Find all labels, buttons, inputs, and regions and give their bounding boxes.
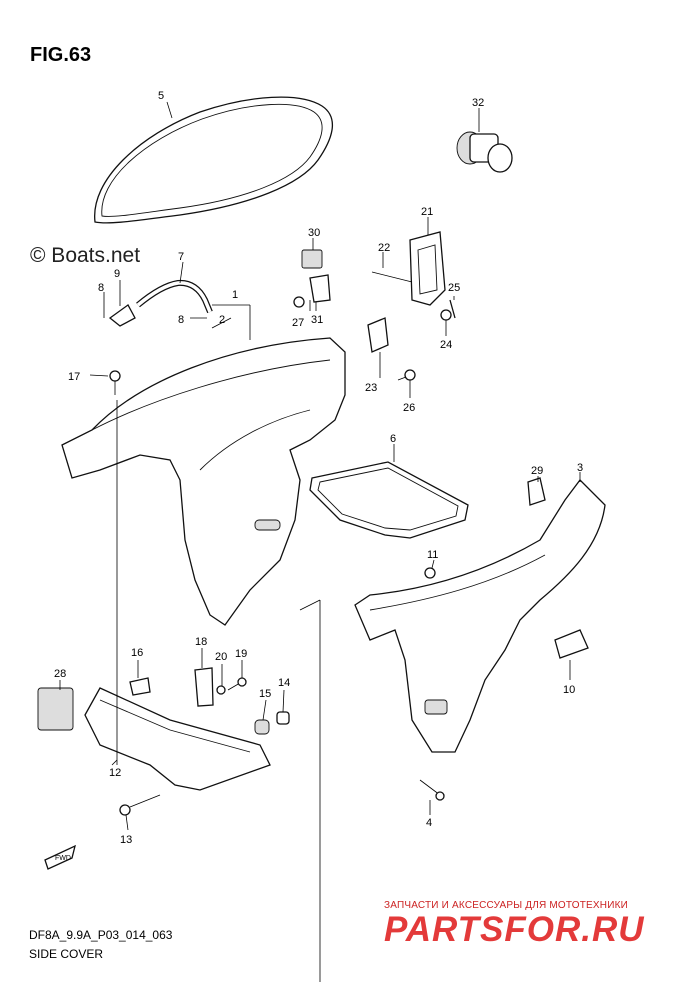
bracket-part-18[interactable]: [194, 667, 214, 707]
label-part-5: 5: [158, 90, 164, 102]
label-part-18: 18: [195, 636, 207, 648]
label-part-14: 14: [278, 677, 290, 689]
fwd-label: FWD: [55, 855, 71, 862]
label-part-11: 11: [427, 549, 438, 561]
label-part-19: 19: [235, 648, 247, 660]
label-part-30: 30: [308, 227, 320, 239]
grommet-part-32[interactable]: [456, 131, 513, 173]
label-part-22: 22: [378, 242, 390, 254]
washer-part-24[interactable]: [440, 309, 452, 321]
label-part-2: 2: [219, 314, 225, 326]
upper-side-cover-part-1[interactable]: [61, 337, 346, 626]
label-part-21: 21: [421, 206, 433, 218]
label-part-12: 12: [109, 767, 121, 779]
cushion-part-15[interactable]: [254, 719, 270, 735]
bracket-part-31[interactable]: [309, 274, 331, 303]
cushion-part-30[interactable]: [301, 249, 323, 269]
hose-part-7[interactable]: [136, 279, 213, 314]
label-part-7: 7: [178, 251, 184, 263]
clip-part-25[interactable]: [449, 299, 456, 319]
collar-part-14[interactable]: [276, 711, 290, 725]
gasket-part-6[interactable]: [309, 461, 469, 539]
label-part-9: 9: [114, 268, 120, 280]
nut-part-27[interactable]: [293, 296, 305, 308]
bolt-part-13[interactable]: [119, 794, 161, 816]
label-part-23: 23: [365, 382, 377, 394]
leader-lines: [59, 101, 581, 982]
label-part-32: 32: [472, 97, 484, 109]
bolt-part-26[interactable]: [397, 369, 416, 381]
bolt-part-19[interactable]: [227, 677, 247, 691]
label-part-24: 24: [440, 339, 452, 351]
label-part-4: 4: [426, 817, 432, 829]
grommet-part-10[interactable]: [554, 629, 589, 659]
forward-direction-arrow: FWD: [44, 844, 76, 870]
label-part-10: 10: [563, 684, 575, 696]
figure-title: FIG.63: [30, 44, 92, 66]
label-part-8-lower: 8: [178, 314, 184, 326]
label-part-20: 20: [215, 651, 227, 663]
drawing-code: DF8A_9.9A_P03_014_063: [29, 928, 173, 942]
label-part-3: 3: [577, 462, 583, 474]
copyright-notice: © Boats.net: [30, 244, 141, 267]
screw-part-11[interactable]: [424, 567, 436, 579]
label-part-31: 31: [311, 314, 323, 326]
label-part-26: 26: [403, 402, 415, 414]
latch-lever-part-21[interactable]: [409, 231, 446, 306]
plate-part-16[interactable]: [129, 677, 151, 696]
pin-part-22[interactable]: [371, 271, 413, 283]
bolt-part-4[interactable]: [419, 779, 445, 801]
label-part-29: 29: [531, 465, 543, 477]
lower-bracket-part-12[interactable]: [84, 687, 271, 791]
cushion-part-28[interactable]: [37, 687, 74, 731]
label-part-27: 27: [292, 317, 304, 329]
washer-part-20[interactable]: [216, 685, 226, 695]
watermark-caption: ЗАПЧАСТИ И АКСЕССУАРЫ ДЛЯ МОТОТЕХНИКИ: [384, 900, 629, 911]
label-part-16: 16: [131, 647, 143, 659]
label-part-28: 28: [54, 668, 66, 680]
lower-side-cover-part-3[interactable]: [354, 479, 606, 753]
hook-part-23[interactable]: [367, 317, 389, 353]
label-part-6: 6: [390, 433, 396, 445]
label-part-8-upper: 8: [98, 282, 104, 294]
plug-part-29[interactable]: [527, 477, 546, 506]
screw-part-17[interactable]: [109, 370, 121, 395]
label-part-15: 15: [259, 688, 271, 700]
drawing-name: SIDE COVER: [29, 947, 104, 961]
label-part-1: 1: [232, 289, 238, 301]
part-labels: 5 32 21 30 22 7 9 8 25 1 8 2 27 31 24 17…: [54, 90, 583, 846]
watermark-logo: PARTSFOR.RU: [384, 910, 645, 949]
label-part-25: 25: [448, 282, 460, 294]
seal-loop-part-5[interactable]: [94, 96, 333, 224]
label-part-13: 13: [120, 834, 132, 846]
label-part-17: 17: [68, 371, 80, 383]
clip-part-9[interactable]: [108, 304, 136, 327]
